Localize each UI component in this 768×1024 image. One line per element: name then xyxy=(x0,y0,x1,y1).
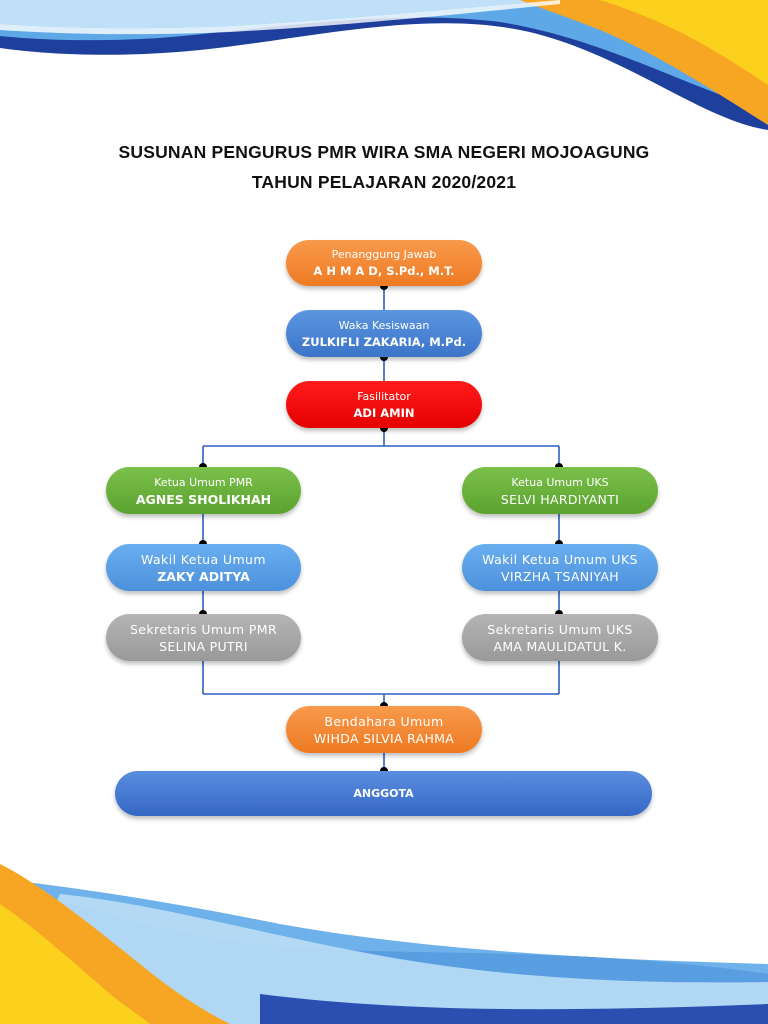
node-role: Wakil Ketua Umum xyxy=(141,551,266,567)
node-name: A H M A D, S.Pd., M.T. xyxy=(313,264,455,278)
node-sekretaris-pmr: Sekretaris Umum PMR SELINA PUTRI xyxy=(106,614,301,661)
node-role: Bendahara Umum xyxy=(324,713,444,729)
node-role: Sekretaris Umum UKS xyxy=(487,621,633,637)
node-role: Penanggung Jawab xyxy=(331,248,437,261)
chart-subtitle: TAHUN PELAJARAN 2020/2021 xyxy=(251,172,517,192)
node-wakil-ketua-pmr: Wakil Ketua Umum ZAKY ADITYA xyxy=(106,544,301,591)
node-role: Fasilitator xyxy=(357,389,411,403)
node-name: ZULKIFLI ZAKARIA, M.Pd. xyxy=(301,334,467,349)
node-name: AGNES SHOLIKHAH xyxy=(135,491,272,507)
node-bendahara-umum: Bendahara Umum WIHDA SILVIA RAHMA xyxy=(286,706,482,753)
node-ketua-umum-uks: Ketua Umum UKS SELVI HARDIYANTI xyxy=(462,467,658,514)
node-name: AMA MAULIDATUL K. xyxy=(493,638,627,654)
top-wave-decoration xyxy=(0,0,768,130)
node-fasilitator: Fasilitator ADI AMIN xyxy=(286,381,482,428)
node-role: Wakil Ketua Umum UKS xyxy=(482,551,638,567)
node-ketua-umum-pmr: Ketua Umum PMR AGNES SHOLIKHAH xyxy=(106,467,301,514)
node-penanggung-jawab: Penanggung Jawab A H M A D, S.Pd., M.T. xyxy=(286,240,482,286)
node-name: ZAKY ADITYA xyxy=(157,568,250,584)
node-name: SELVI HARDIYANTI xyxy=(500,491,620,507)
node-label: ANGGOTA xyxy=(353,787,414,800)
node-anggota: ANGGOTA xyxy=(115,771,652,816)
node-role: Sekretaris Umum PMR xyxy=(129,621,278,637)
node-waka-kesiswaan: Waka Kesiswaan ZULKIFLI ZAKARIA, M.Pd. xyxy=(286,310,482,357)
node-name: VIRZHA TSANIYAH xyxy=(501,568,619,584)
node-name: ADI AMIN xyxy=(353,405,415,420)
node-name: WIHDA SILVIA RAHMA xyxy=(313,730,455,746)
node-role: Waka Kesiswaan xyxy=(338,318,430,332)
node-role: Ketua Umum PMR xyxy=(154,475,253,489)
node-name: SELINA PUTRI xyxy=(159,638,248,654)
node-sekretaris-uks: Sekretaris Umum UKS AMA MAULIDATUL K. xyxy=(462,614,658,661)
bottom-wave-decoration xyxy=(0,864,768,1024)
node-role: Ketua Umum UKS xyxy=(511,475,609,489)
chart-title: SUSUNAN PENGURUS PMR WIRA SMA NEGERI MOJ… xyxy=(118,142,650,162)
node-wakil-ketua-uks: Wakil Ketua Umum UKS VIRZHA TSANIYAH xyxy=(462,544,658,591)
